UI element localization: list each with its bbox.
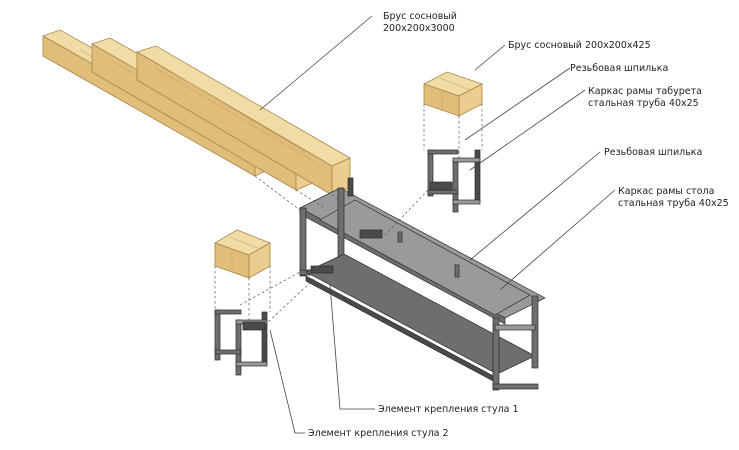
short-beam-top xyxy=(422,71,484,117)
short-beam-bottom xyxy=(214,229,271,279)
label-beam-long-line1: Брус сосновый xyxy=(383,11,457,22)
label-stool-frame-line2: стальная труба 40х25 xyxy=(588,98,699,109)
label-table-frame-line1: Каркас рамы стола xyxy=(618,186,714,197)
stool-frame-bottom xyxy=(214,309,268,376)
label-stool-frame-line1: Каркас рамы табурета xyxy=(588,86,702,97)
label-beam-short: Брус сосновый 200х200х425 xyxy=(508,40,651,51)
label-stud-mid: Резьбовая шпилька xyxy=(604,147,702,158)
label-mount-2: Элемент крепления стула 2 xyxy=(308,428,449,439)
assembly-guides xyxy=(214,104,483,326)
callout-labels: Брус сосновый 200х200х3000 Брус сосновый… xyxy=(308,11,729,439)
table-frame xyxy=(299,177,546,391)
label-stud-top: Резьбовая шпилька xyxy=(570,63,668,74)
label-table-frame-line2: стальная труба 40х25 xyxy=(618,198,729,209)
label-beam-long-line2: 200х200х3000 xyxy=(383,23,455,34)
long-beam-3 xyxy=(136,45,351,196)
leader-lines xyxy=(259,15,616,434)
label-mount-1: Элемент крепления стула 1 xyxy=(378,404,519,415)
stool-frame-top xyxy=(427,149,481,213)
